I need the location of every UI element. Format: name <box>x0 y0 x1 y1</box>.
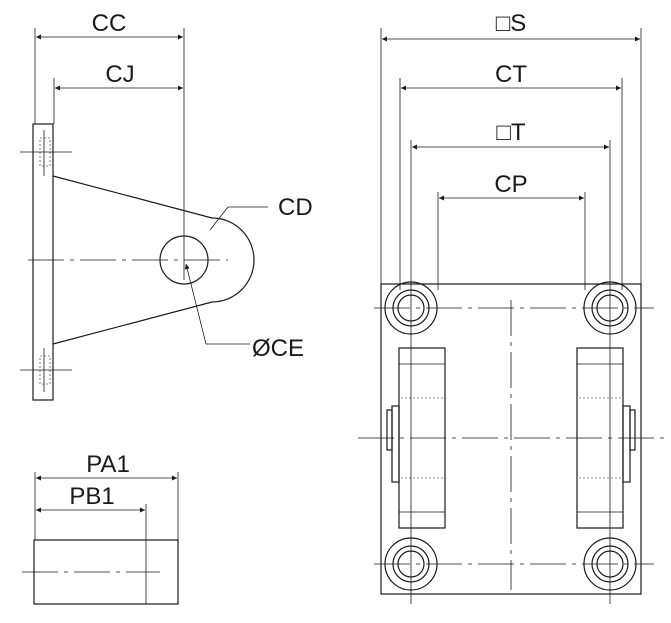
label-t: □T <box>496 119 525 146</box>
dimension-cp: CP <box>439 171 584 201</box>
label-s: □S <box>496 10 527 37</box>
label-cp: CP <box>494 171 527 198</box>
label-pb1: PB1 <box>69 483 114 510</box>
dimension-ct: CT <box>401 61 621 91</box>
bottom-view-block <box>22 472 179 605</box>
dimension-cj: CJ <box>55 61 183 91</box>
side-view-bracket <box>20 28 255 401</box>
left-trunnion <box>386 347 446 529</box>
label-cj: CJ <box>105 61 134 88</box>
dimension-t: □T <box>412 119 609 150</box>
dimension-pb1: PB1 <box>36 483 145 513</box>
label-pa1: PA1 <box>86 451 130 478</box>
leader-cd: CD <box>209 194 313 231</box>
dimension-cc: CC <box>36 10 183 40</box>
boss-top-right <box>583 281 637 335</box>
label-ce: ØCE <box>252 335 304 362</box>
label-ct: CT <box>495 61 527 88</box>
right-trunnion <box>576 347 636 529</box>
label-cd: CD <box>278 194 313 221</box>
boss-bottom-right <box>583 537 637 591</box>
dimension-pa1: PA1 <box>36 451 177 481</box>
dimension-s: □S <box>382 10 640 42</box>
label-cc: CC <box>92 10 127 37</box>
boss-bottom-left <box>384 537 438 591</box>
front-view <box>358 28 664 604</box>
leader-ce: ØCE <box>184 263 304 362</box>
boss-top-left <box>384 281 438 335</box>
